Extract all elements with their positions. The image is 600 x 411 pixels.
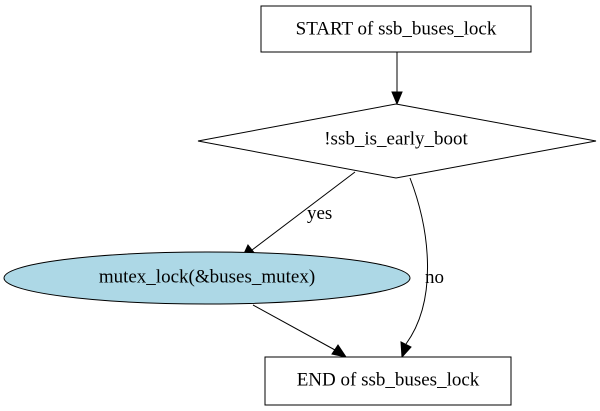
node-condition: !ssb_is_early_boot: [197, 103, 597, 179]
arrowhead: [331, 344, 348, 358]
edge-label-yes: yes: [307, 203, 332, 224]
end-label: END of ssb_buses_lock: [297, 370, 480, 391]
action-label: mutex_lock(&buses_mutex): [99, 267, 315, 288]
node-action: mutex_lock(&buses_mutex): [3, 251, 411, 305]
edge-start-to-condition: [391, 52, 403, 106]
start-box: [260, 5, 532, 53]
edge-label-no: no: [425, 267, 444, 288]
node-end: END of ssb_buses_lock: [264, 356, 512, 406]
edge-condition-to-end: no: [400, 177, 444, 359]
condition-label: !ssb_is_early_boot: [324, 129, 468, 150]
node-start: START of ssb_buses_lock: [260, 5, 532, 53]
start-label: START of ssb_buses_lock: [296, 19, 497, 40]
end-box: [264, 356, 512, 406]
edge-line: [252, 304, 336, 351]
edge-line: [251, 171, 356, 251]
condition-diamond: [197, 103, 597, 179]
arrowhead: [391, 91, 403, 106]
edge-line: [405, 177, 428, 345]
edge-condition-to-action: yes: [241, 171, 356, 259]
arrowhead: [400, 341, 412, 359]
edge-action-to-end: [252, 304, 348, 358]
action-ellipse: [3, 251, 411, 305]
